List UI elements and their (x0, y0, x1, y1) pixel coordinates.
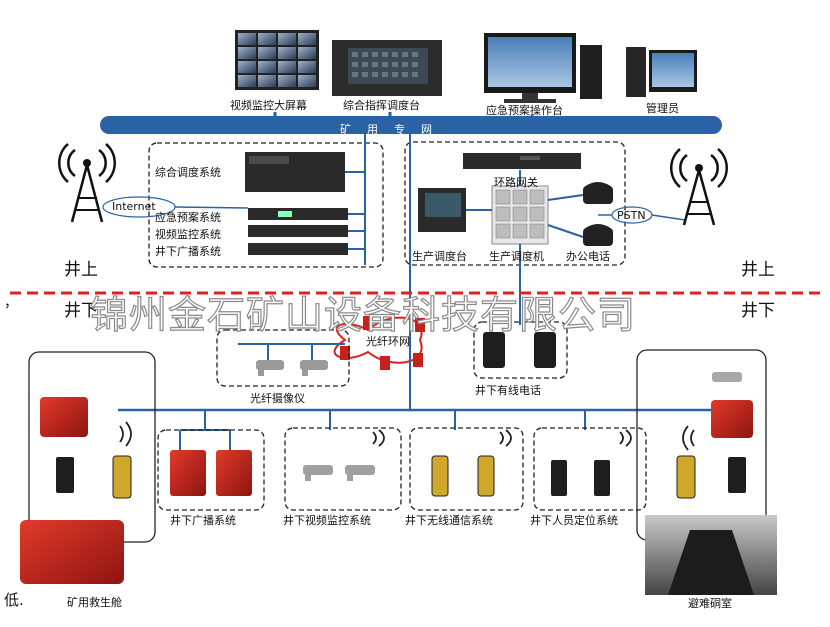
camera-wires (238, 343, 345, 360)
refuge-locator (728, 457, 746, 493)
rescue-capsule (20, 520, 124, 584)
network-bar (100, 116, 722, 134)
fiber-cameras (256, 360, 328, 376)
label-above-ground-right: 井上 (741, 260, 775, 280)
top-drops (273, 112, 534, 116)
label-bottom-group-1: 井下视频监控系统 (283, 514, 371, 527)
refuge-handset (676, 455, 696, 499)
label-left-item-3: 井下广播系统 (155, 245, 221, 258)
label-fiber-camera: 光纤摄像仪 (250, 392, 305, 405)
dispatcher-box (491, 185, 549, 245)
capsule-locator (56, 457, 74, 493)
label-internet: Internet (112, 200, 156, 213)
fiber-ring (333, 316, 425, 370)
dispatch-console-device (332, 40, 442, 96)
wireless-handset-2 (477, 455, 495, 497)
label-emergency-console: 应急预案操作台 (486, 104, 563, 117)
bottom-group-location (533, 427, 647, 511)
refuge-enclosure (636, 349, 767, 541)
label-refuge-chamber: 避难硐室 (688, 597, 732, 610)
admin-computer (626, 47, 697, 97)
wired-phone-group (473, 321, 568, 379)
fiber-camera-group (216, 329, 350, 387)
right-group-wires (409, 134, 584, 335)
capsule-enclosure (28, 351, 156, 543)
wired-phones (483, 332, 556, 368)
label-dispatcher: 生产调度机 (489, 250, 544, 263)
stray-text-di: 低. (4, 591, 24, 609)
broadcast-box-1 (170, 450, 206, 496)
internet-link (174, 206, 249, 209)
gateway-device (463, 153, 581, 169)
label-pstn: PSTN (617, 209, 646, 222)
production-console-device (418, 188, 466, 232)
label-wired-phone: 井下有线电话 (475, 384, 541, 397)
label-left-item-0: 综合调度系统 (155, 166, 221, 179)
left-upper-group (148, 142, 384, 268)
emergency-console-device (484, 33, 602, 103)
label-bottom-group-2: 井下无线通信系统 (405, 514, 493, 527)
right-radio-tower-icon (670, 148, 728, 226)
label-rescue-capsule: 矿用救生舱 (67, 596, 122, 609)
bottom-group-broadcast (157, 429, 265, 511)
label-below-ground-right: 井下 (741, 301, 775, 321)
location-signal-icon (619, 429, 632, 447)
refuge-broadcast-box (711, 400, 753, 438)
left-servers (245, 152, 348, 255)
broadcast-box-2 (216, 450, 252, 496)
capsule-broadcast-box (40, 397, 88, 437)
refuge-camera (712, 372, 742, 382)
label-production-console: 生产调度台 (412, 250, 467, 263)
bus-drops (179, 410, 586, 450)
bottom-group-wireless (409, 427, 524, 511)
label-fiber-ring: 光纤环网 (366, 335, 410, 348)
label-big-screen: 视频监控大屏幕 (230, 99, 307, 112)
label-above-ground-left: 井上 (64, 260, 98, 280)
label-bottom-group-0: 井下广播系统 (170, 514, 236, 527)
video-signal-icon (372, 429, 385, 447)
label-left-item-2: 视频监控系统 (155, 228, 221, 241)
label-dispatch-console: 综合指挥调度台 (343, 99, 420, 112)
label-below-ground-left: 井下 (64, 301, 98, 321)
company-watermark: 锦州金石矿山设备科技有限公司 (89, 292, 637, 337)
locator-1 (551, 460, 567, 496)
bottom-group-video (284, 427, 402, 511)
big-screen-device (235, 30, 319, 90)
office-phone-icons (583, 182, 613, 246)
wireless-signal-icon (499, 429, 512, 447)
bottom-video-cameras (303, 465, 375, 481)
refuge-signal-icon (682, 425, 695, 451)
left-group-wires (345, 134, 366, 265)
capsule-signal-icon (119, 421, 132, 447)
label-admin: 管理员 (646, 102, 679, 115)
capsule-handset (112, 455, 132, 499)
label-gateway: 环路网关 (494, 176, 538, 189)
stray-comma: ， (4, 295, 18, 311)
label-left-item-1: 应急预案系统 (155, 211, 221, 224)
label-office-phone: 办公电话 (566, 250, 610, 263)
locator-2 (594, 460, 610, 496)
label-bottom-group-3: 井下人员定位系统 (530, 514, 618, 527)
pstn-link-right (651, 214, 686, 221)
network-bar-label: 矿用专网 (340, 123, 448, 136)
wireless-handset-1 (431, 455, 449, 497)
left-radio-tower-icon (58, 143, 116, 223)
tunnel-opening (668, 530, 754, 595)
